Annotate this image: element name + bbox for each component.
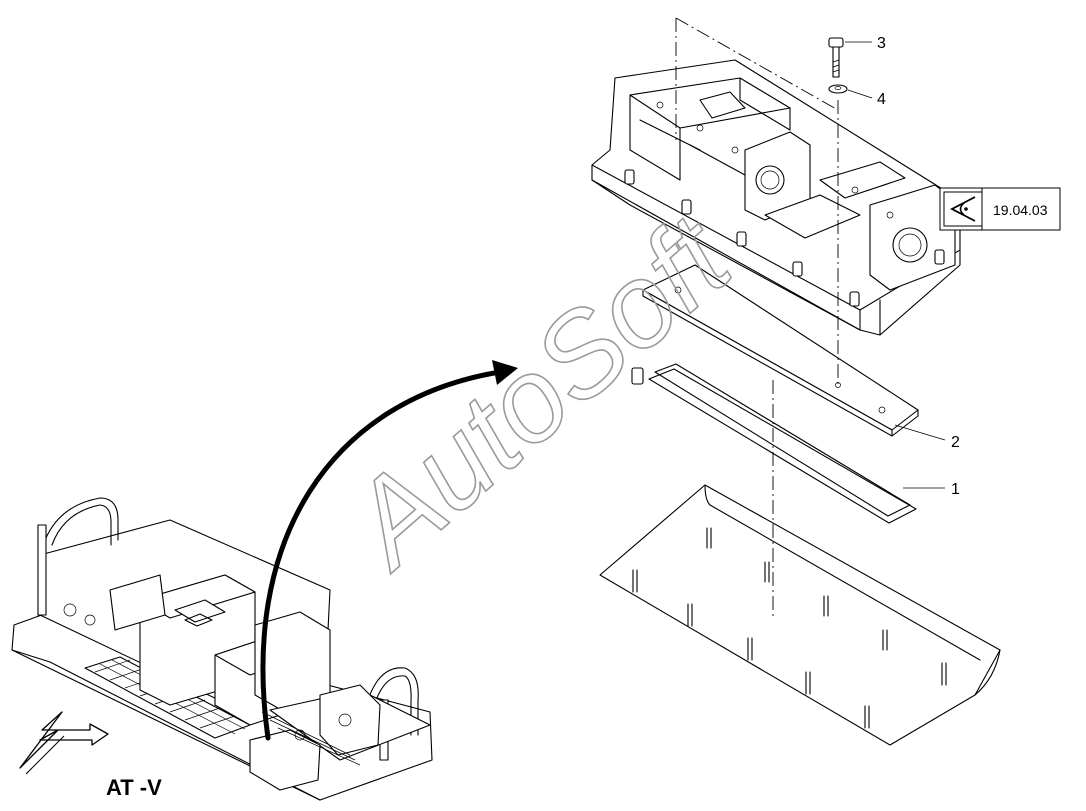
callout-3: 3 [877,35,886,52]
reference-box[interactable]: 19.04.03 [939,187,1061,231]
view-label: AT -V [106,775,162,800]
bolt-part [828,37,844,78]
direction-arrow-icon [19,711,109,775]
curved-arrow [260,360,518,741]
reference-code: 19.04.03 [993,202,1048,218]
washer-part [828,84,848,94]
cover-plate-part [642,264,919,437]
base-plate [599,484,1001,746]
gasket-ring-part [631,363,917,524]
callout-4: 4 [877,91,886,108]
frame-housing [591,59,961,336]
callout-1: 1 [951,481,960,498]
paver-machine [11,497,433,801]
eye-icon [950,196,976,222]
leader-lines [845,41,946,489]
center-lines [675,17,839,620]
callout-2: 2 [951,434,960,451]
